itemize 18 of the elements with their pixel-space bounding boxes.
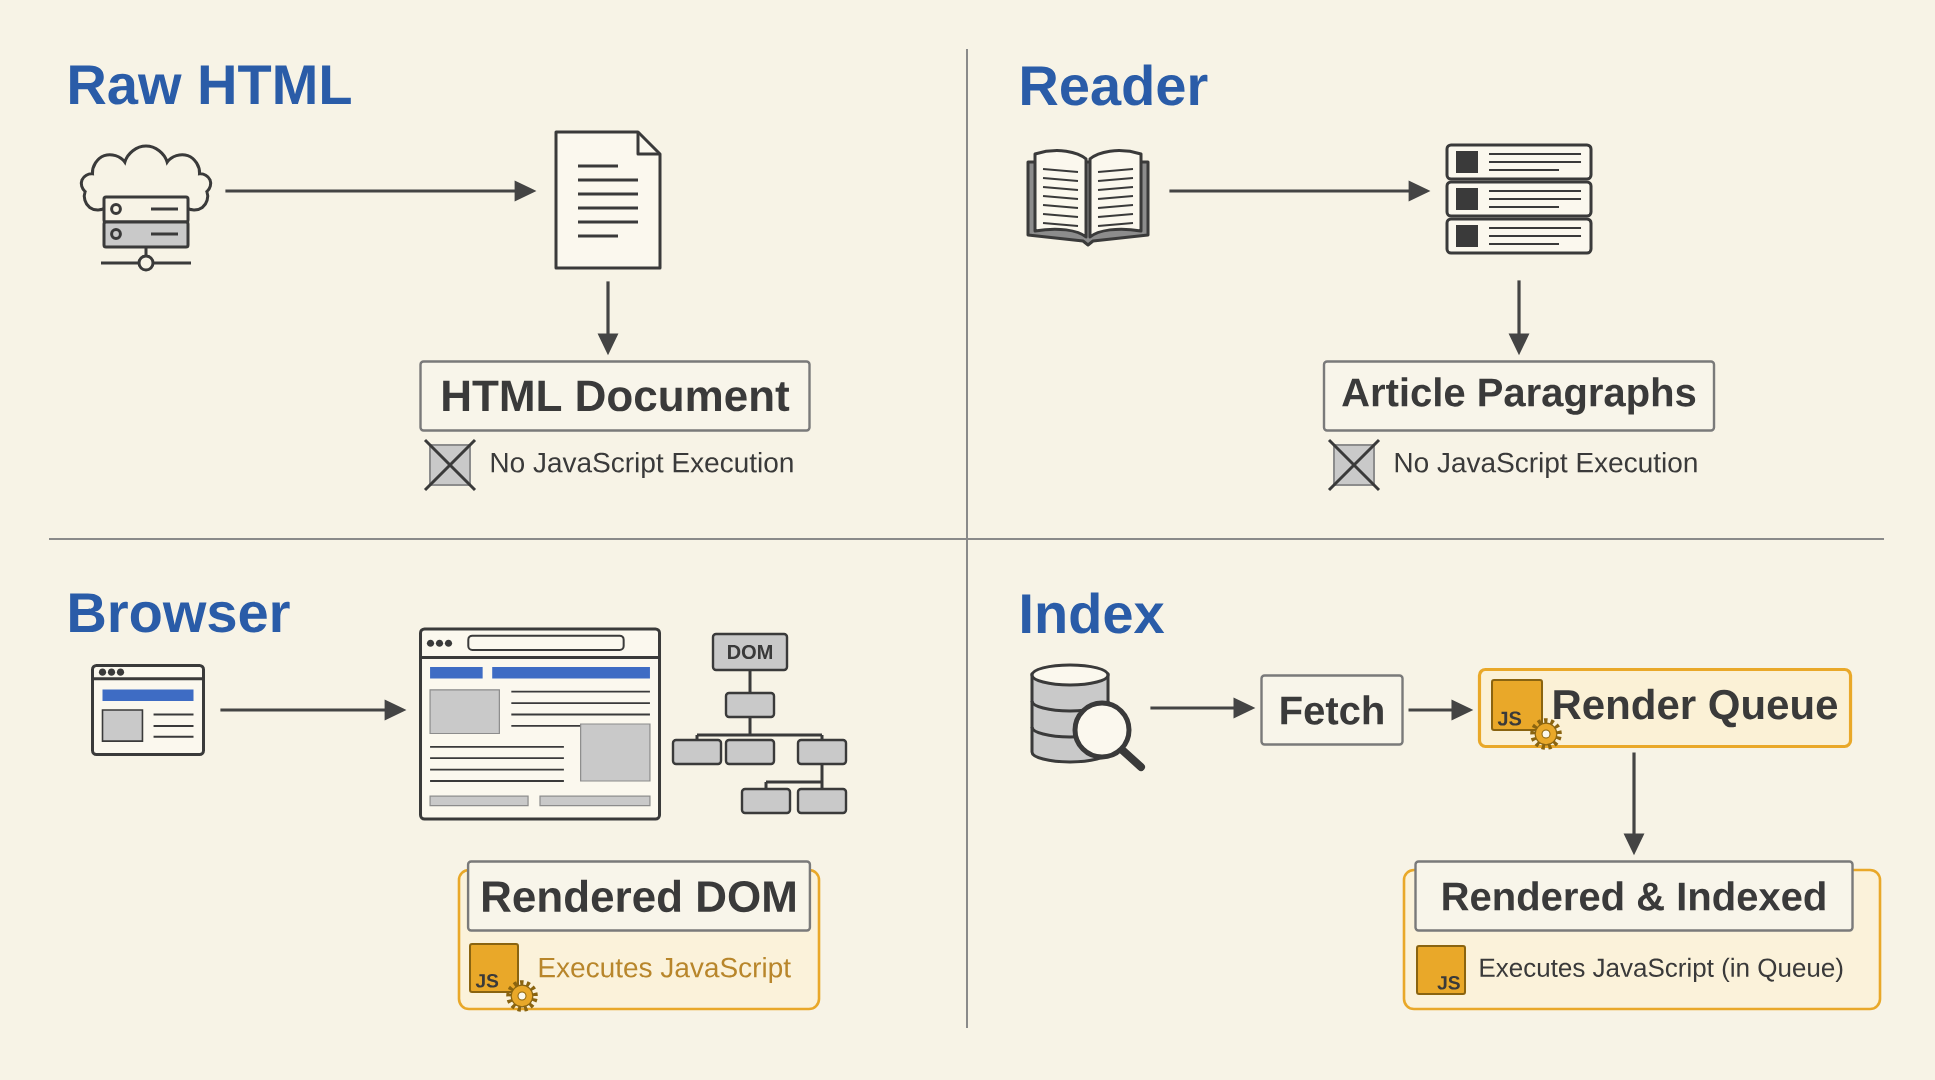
paragraph-list-icon	[1445, 143, 1593, 255]
label-box: Article Paragraphs	[1322, 360, 1716, 432]
label-box: HTML Document	[419, 360, 811, 432]
note-text: No JavaScript Execution	[491, 451, 793, 479]
cloud-server-icon	[79, 144, 213, 272]
open-book-icon	[1026, 149, 1150, 247]
document-icon	[554, 130, 662, 270]
dom-tree-drawing: DOM	[671, 632, 848, 815]
browser-window-icon	[419, 627, 661, 821]
note-text: No JavaScript Execution	[1395, 451, 1697, 479]
browser-window-icon	[91, 664, 205, 756]
database-search-icon	[1030, 663, 1145, 771]
label-box: Rendered & Indexed	[1414, 860, 1854, 932]
section-title: Index	[1022, 592, 1165, 634]
label-box: Fetch	[1260, 674, 1404, 746]
note-text: Executes JavaScript (in Queue)	[1480, 957, 1843, 983]
label-box: Rendered DOM	[466, 860, 812, 932]
note-text: Executes JavaScript	[539, 956, 791, 984]
